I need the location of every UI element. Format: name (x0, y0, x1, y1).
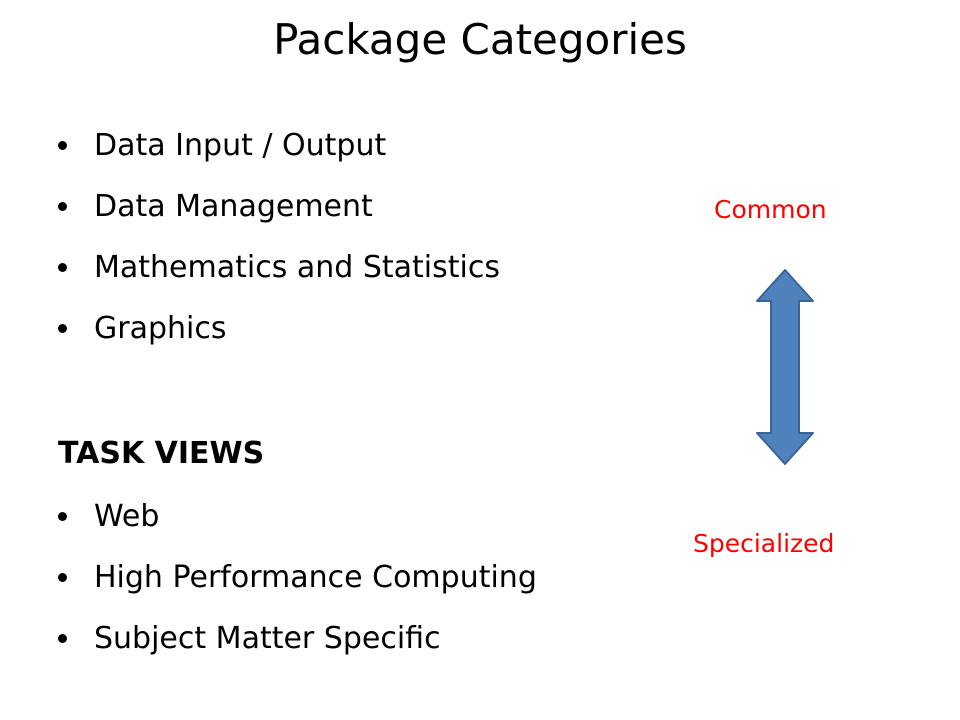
common-label: Common (714, 195, 827, 224)
double-arrow-shape (756, 269, 814, 465)
list-item-label: Data Management (94, 189, 373, 224)
list-item-label: Graphics (94, 311, 227, 346)
double-arrow-svg (756, 269, 814, 465)
specialized-label: Specialized (693, 529, 835, 558)
bullet-icon (58, 263, 67, 272)
category-list: Data Input / Output Data Management Math… (58, 118, 678, 362)
bullet-icon (58, 141, 67, 150)
list-item: High Performance Computing (58, 550, 678, 611)
list-item-label: High Performance Computing (94, 560, 537, 595)
list-item: Data Management (58, 179, 678, 240)
list-item: Mathematics and Statistics (58, 240, 678, 301)
bullet-icon (58, 573, 67, 582)
bullet-icon (58, 202, 67, 211)
bullet-icon (58, 634, 67, 643)
slide-title: Package Categories (273, 15, 687, 64)
list-item-label: Subject Matter Specific (94, 621, 441, 656)
double-arrow-icon (750, 268, 820, 466)
list-item: Data Input / Output (58, 118, 678, 179)
list-item: Graphics (58, 301, 678, 362)
list-item-label: Mathematics and Statistics (94, 250, 500, 285)
list-item: Web (58, 489, 678, 550)
list-item-label: Data Input / Output (94, 128, 387, 163)
bullet-icon (58, 324, 67, 333)
bullet-icon (58, 512, 67, 521)
task-views-list: Web High Performance Computing Subject M… (58, 489, 678, 672)
list-item-label: Web (94, 499, 160, 534)
list-item: Subject Matter Specific (58, 611, 678, 672)
task-views-heading: TASK VIEWS (58, 436, 265, 471)
